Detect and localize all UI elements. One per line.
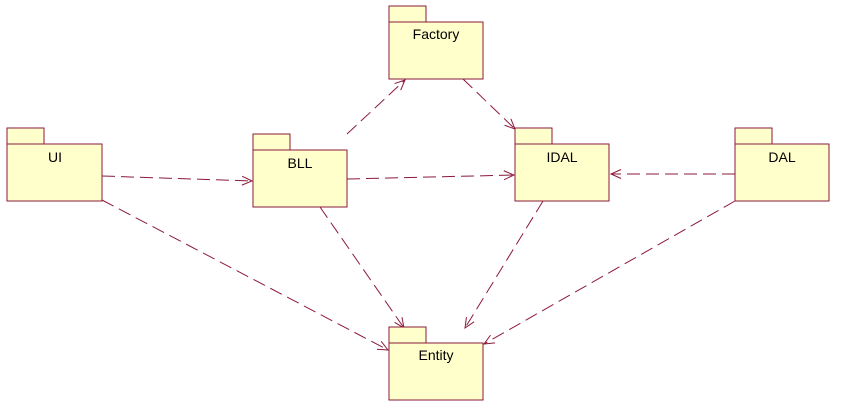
dependency-factory-to-idal [462,78,516,130]
package-body [388,21,484,80]
package-idal[interactable]: IDAL [514,127,610,202]
package-body [734,143,830,202]
open-arrowhead-icon [464,317,475,330]
open-arrowhead-icon [241,175,254,186]
package-entity[interactable]: Entity [388,326,484,401]
dependency-dal-to-idal [609,169,735,179]
dependency-idal-to-entity [464,200,544,330]
package-dal[interactable]: DAL [734,127,830,202]
dependency-bll-to-idal [346,170,516,181]
package-tab [514,127,553,145]
dependency-ui-to-entity [101,199,390,351]
dependency-line [101,175,253,182]
dependency-line [346,174,515,180]
dependency-bll-to-entity [319,206,405,330]
dependency-layer [101,78,736,351]
package-factory[interactable]: Factory [388,5,484,80]
package-tab [388,326,427,344]
open-arrowhead-icon [482,334,495,345]
package-label: Factory [413,26,460,42]
package-label: DAL [768,149,795,165]
open-arrowhead-icon [503,170,516,181]
dependency-line [483,200,736,345]
package-bll[interactable]: BLL [252,133,348,208]
dependency-bll-to-factory [346,79,406,135]
package-tab [252,133,291,151]
package-tab [388,5,427,23]
package-tab [734,127,773,145]
dependency-line [319,206,405,329]
package-body [252,149,348,208]
package-label: Entity [418,347,453,363]
dependency-line [462,78,516,130]
package-ui[interactable]: UI [6,127,103,202]
open-arrowhead-icon [376,341,390,351]
dependency-line [101,199,389,351]
package-body [6,143,103,202]
dependency-dal-to-entity [482,200,736,345]
dependency-line [346,79,406,135]
package-body [514,143,610,202]
dependency-ui-to-bll [101,175,254,186]
open-arrowhead-icon [609,169,622,179]
open-arrowhead-icon [394,79,406,91]
package-label: UI [48,149,62,165]
dependency-line [464,200,544,329]
package-body [388,342,484,401]
package-tab [6,127,45,145]
package-label: IDAL [546,149,577,165]
package-label: BLL [288,155,313,171]
